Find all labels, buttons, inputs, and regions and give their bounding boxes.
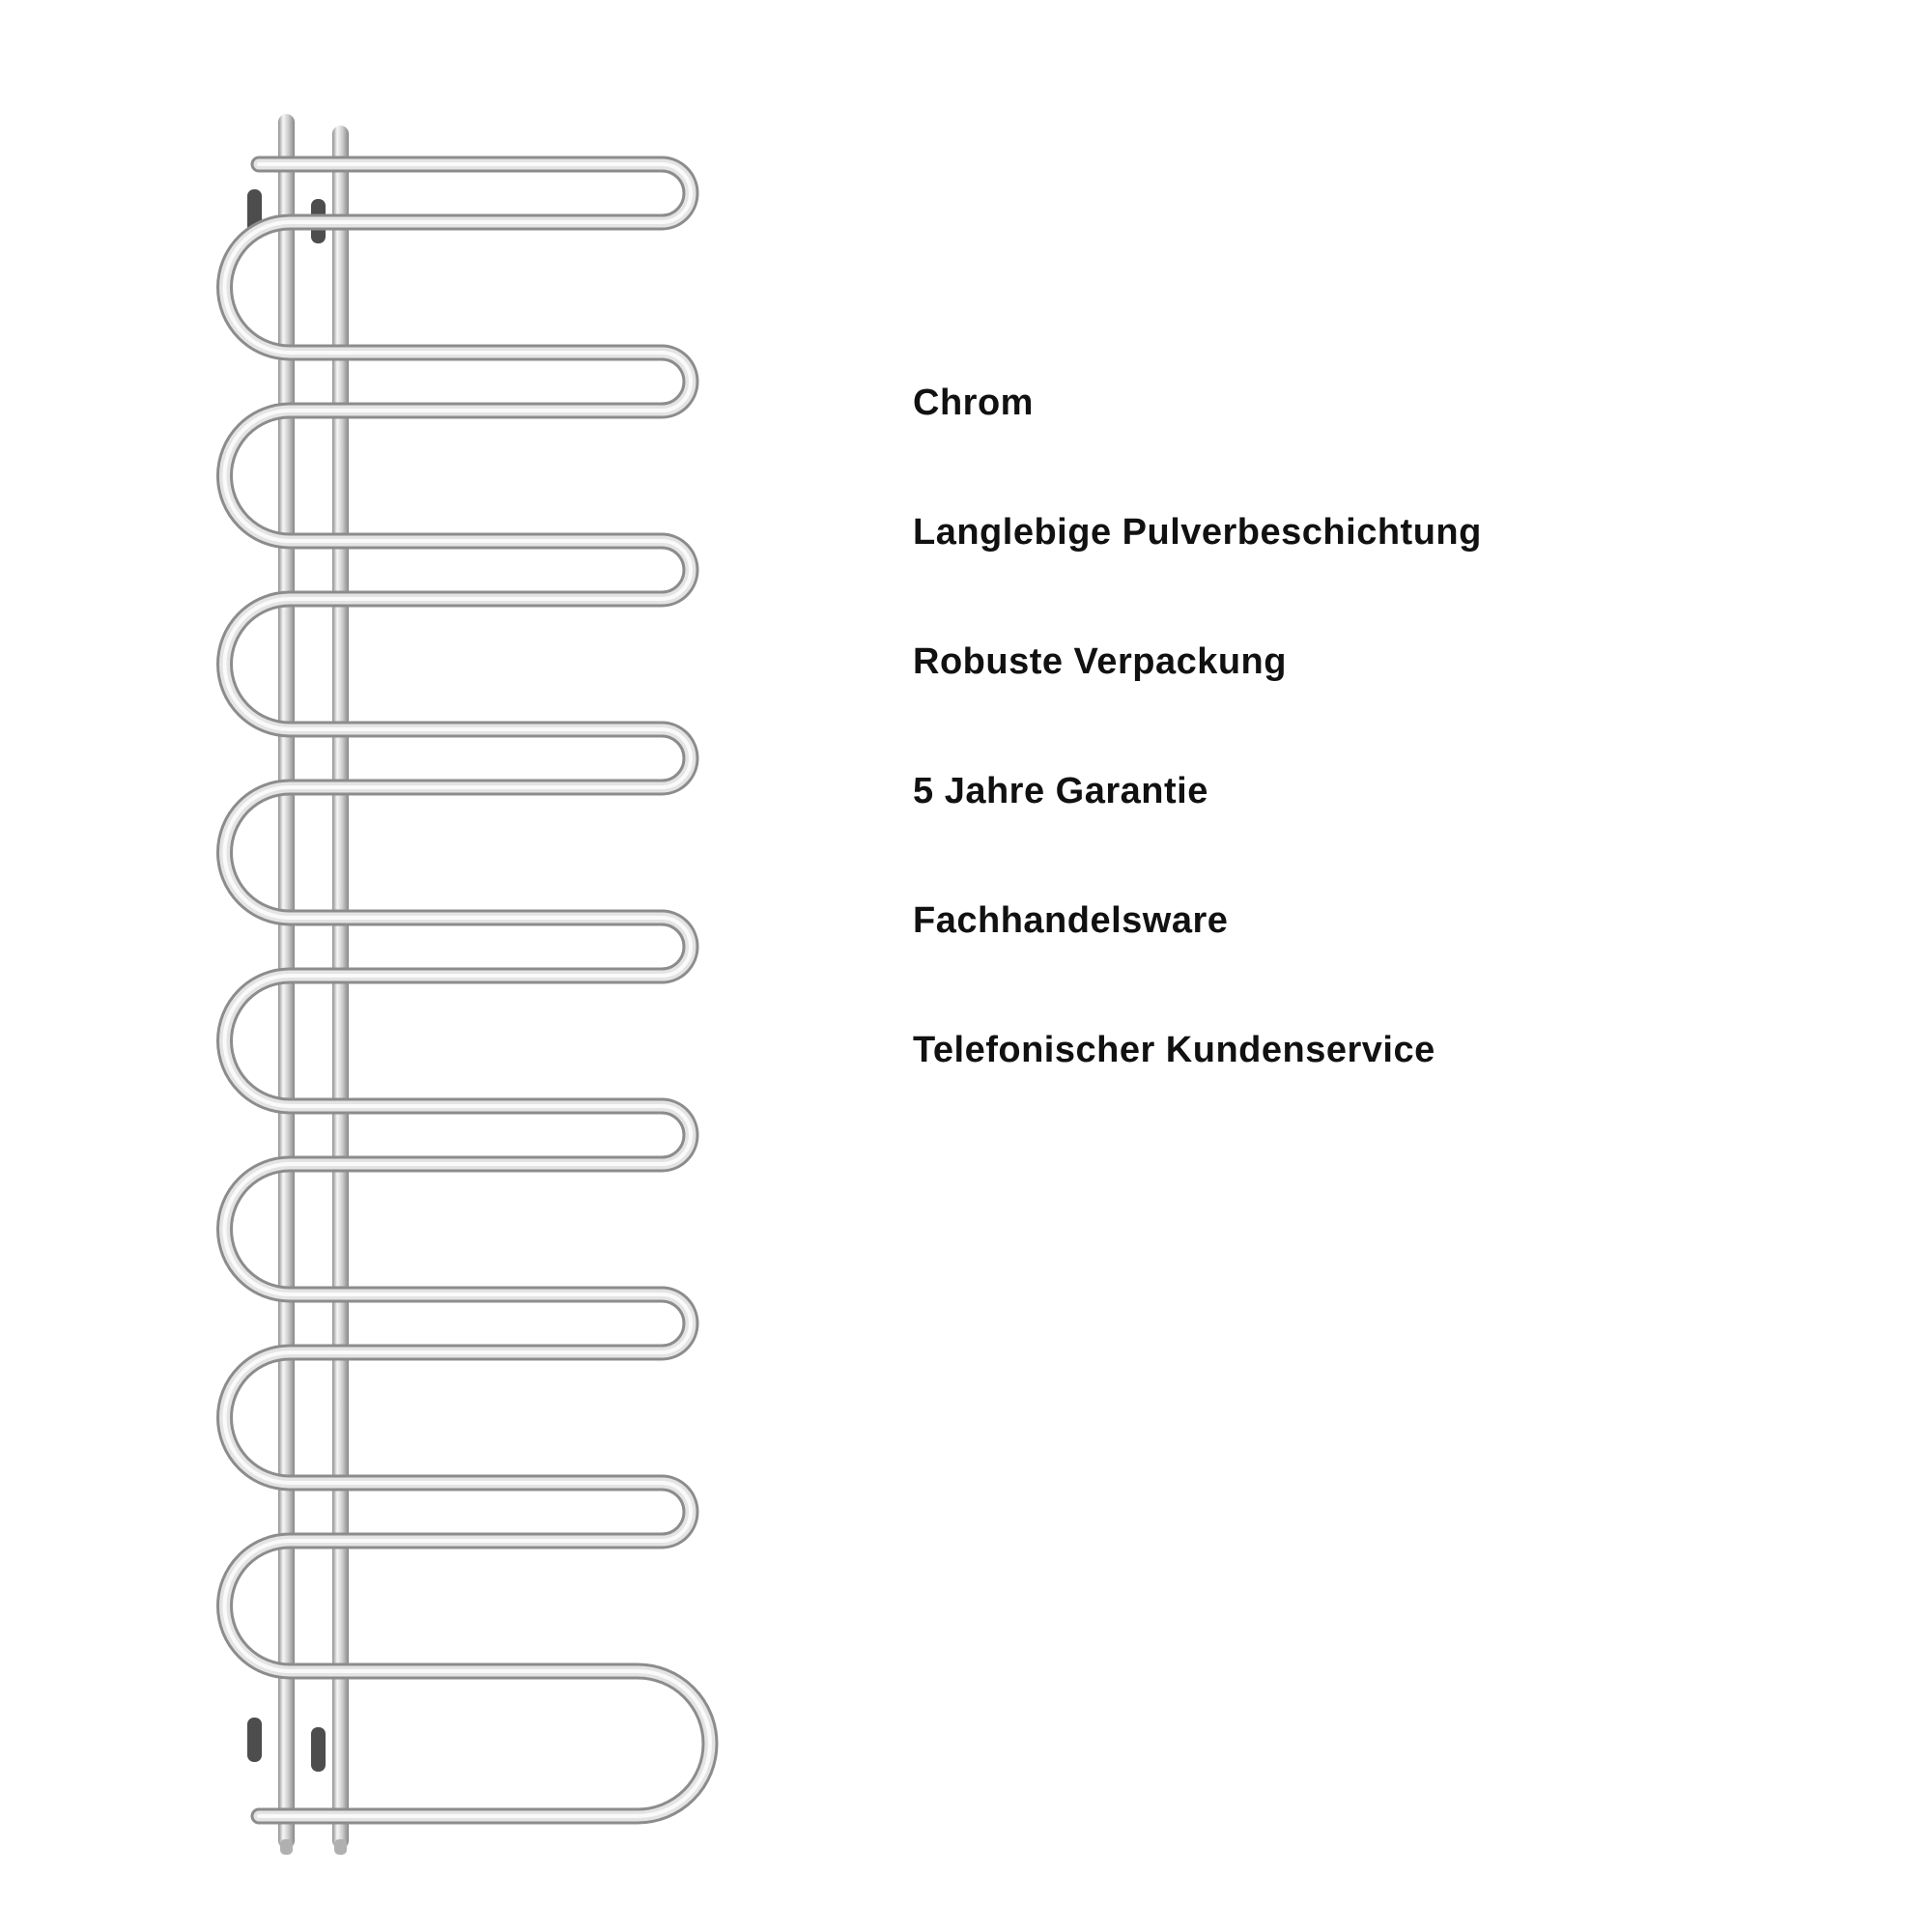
wall-bracket-icons: [247, 189, 326, 1772]
feature-item-chrom: Chrom: [913, 383, 1034, 423]
radiator-posts: [278, 114, 349, 1855]
feature-item-pulverbeschichtung: Langlebige Pulverbeschichtung: [913, 512, 1482, 553]
serpentine-tube: [216, 156, 719, 1825]
feature-item-garantie: 5 Jahre Garantie: [913, 771, 1208, 811]
feature-item-fachhandelsware: Fachhandelsware: [913, 900, 1229, 941]
feature-item-kundenservice: Telefonischer Kundenservice: [913, 1030, 1435, 1070]
feature-list: Chrom Langlebige Pulverbeschichtung Robu…: [913, 384, 1482, 1161]
tube-highlight: [222, 162, 712, 1818]
feature-item-verpackung: Robuste Verpackung: [913, 641, 1287, 682]
